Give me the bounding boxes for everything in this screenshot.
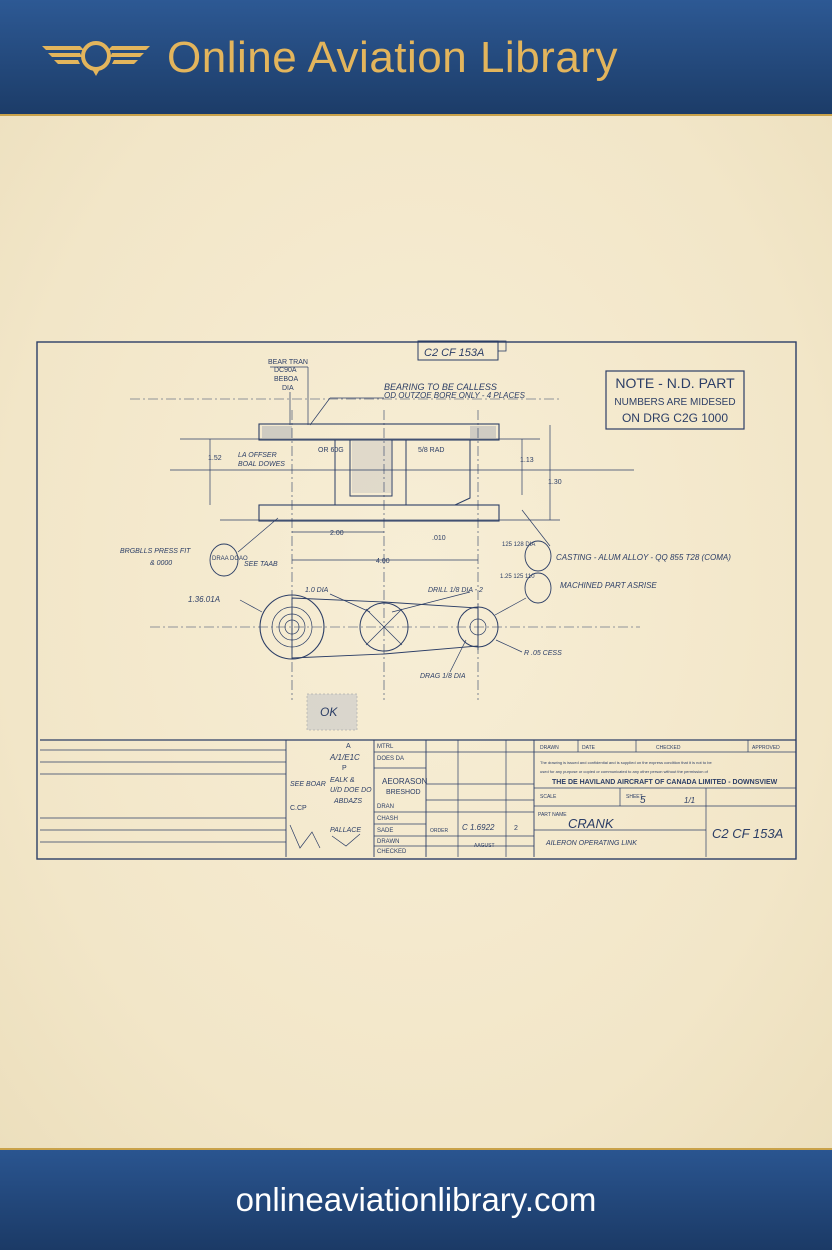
upper-label-2: DC90A: [274, 367, 297, 374]
tb-left-8: C.CP: [290, 805, 307, 812]
diameter-middle: 1.0 DIA: [305, 587, 329, 594]
tb-col-label-4: SADE: [377, 828, 393, 834]
tb-left-2: A/1/E1C: [329, 753, 360, 762]
tb-col-label-6: CHECKED: [377, 849, 407, 855]
upper-label-3: BEBOA: [274, 376, 298, 383]
engineering-drawing: C2 CF 153A NOTE - N.D. PART NUMBERS ARE …: [36, 340, 797, 860]
tb-scale-label: SCALE: [540, 794, 557, 800]
part-name: CRANK: [568, 816, 615, 831]
tb-col-label-0: MTRL: [377, 744, 394, 750]
left-boss: [259, 594, 325, 660]
left-bubble-text: DRAA DOAO: [212, 556, 248, 562]
tb-col-label-2: DRAN: [377, 804, 394, 810]
tb-left-1: A: [346, 743, 351, 750]
site-title[interactable]: Online Aviation Library: [167, 33, 618, 82]
tb-company: THE DE HAVILAND AIRCRAFT OF CANADA LIMIT…: [552, 779, 778, 786]
left-dimension: 1.52: [208, 455, 222, 462]
dimension-bottom: .010: [432, 535, 446, 542]
tb-left-4: SEE BOAR: [290, 781, 326, 788]
tb-sheet-value: 5: [640, 795, 646, 806]
tb-ref-no: C 1.6922: [462, 823, 495, 832]
drill-note: DRILL 1/8 DIA - 2: [428, 587, 483, 594]
note-line-2: NUMBERS ARE MIDESED: [614, 397, 735, 408]
corner-drawing-number: C2 CF 153A: [424, 347, 484, 359]
right-dimension-2: 1.30: [548, 479, 562, 486]
note-box: [605, 370, 745, 430]
right-bubble-bottom: [524, 572, 552, 604]
tb-fine-print-2: used for any purpose or copied or commun…: [540, 769, 709, 774]
drawing-number: C2 CF 153A: [712, 826, 783, 841]
tb-header-small-2: CHECKED: [656, 745, 681, 751]
tb-col-label-3: CHASH: [377, 816, 398, 822]
tb-left-7: ABDAZS: [333, 798, 362, 805]
title-block: [40, 739, 796, 857]
right-bubble-bottom-text: 1.25 125 110: [500, 574, 535, 580]
right-bubble-top-text: 125 128 DIA: [502, 542, 535, 548]
tb-aircraft: AILERON OPERATING LINK: [545, 840, 637, 847]
tb-header-small-3: APPROVED: [752, 745, 780, 751]
bearing-note-1: BEARING TO BE CALLESS: [384, 382, 497, 392]
tb-col-label-5: DRAWN: [377, 839, 399, 845]
drawing-border: [36, 341, 797, 860]
inner-label-1: OR 60G: [318, 447, 344, 454]
left-callout-1: BRGBLLS PRESS FIT: [120, 548, 191, 555]
right-bubble-top: [524, 540, 552, 572]
tb-fine-print-1: The drawing is issued and confidential a…: [540, 760, 712, 765]
left-callout-2: & 0000: [150, 560, 172, 567]
tb-ref-date: AAGUST: [474, 843, 495, 849]
site-url[interactable]: onlineaviationlibrary.com: [235, 1181, 597, 1218]
upper-label-4: DIA: [282, 385, 294, 392]
tb-col-label-1: DOES DA: [377, 756, 404, 762]
note-line-3: ON DRG C2G 1000: [622, 411, 728, 425]
inspection-stamp: [306, 693, 358, 731]
tb-header-small-0: DRAWN: [540, 745, 559, 751]
site-footer: onlineaviationlibrary.com: [0, 1148, 832, 1250]
tb-name-label: PART NAME: [538, 812, 567, 818]
radius-note: R .05 CESS: [524, 650, 562, 657]
upper-label-1: BEAR TRAN: [268, 359, 308, 366]
machined-note: MACHINED PART ASRISE: [560, 581, 657, 590]
tb-header-small-1: DATE: [582, 745, 596, 751]
left-note-2: BOAL DOWES: [238, 461, 285, 468]
tb-mid-2: BRESHOD: [386, 789, 421, 796]
left-note-1: LA OFFSER: [238, 452, 277, 459]
tb-scale-value: 1/1: [684, 796, 695, 805]
note-line-1: NOTE - N.D. PART: [615, 375, 735, 391]
bottom-note: DRAG 1/8 DIA: [420, 673, 466, 680]
winged-emblem-icon[interactable]: [40, 38, 152, 82]
tb-ref-qty: 2: [514, 825, 518, 832]
tb-left-3: P: [342, 765, 347, 772]
bearing-note-2: OD OUTZOE BORE ONLY - 4 PLACES: [384, 391, 526, 400]
tb-sheet-label: SHEET: [626, 794, 643, 800]
casting-note: CASTING - ALUM ALLOY - QQ 855 T28 (COMA): [556, 553, 731, 562]
middle-boss: [359, 602, 409, 652]
diameter-left: 1.36.01A: [188, 595, 220, 604]
left-callout-3: SEE TAAB: [244, 561, 278, 568]
tb-left-9: PALLACE: [330, 827, 361, 834]
right-dimension-1: 1.13: [520, 457, 534, 464]
tb-order-label: ORDER: [430, 828, 448, 834]
inner-label-2: 5/8 RAD: [418, 447, 444, 454]
tb-mid-1: AEORASON: [382, 777, 428, 786]
paper-background: [0, 116, 832, 1148]
tb-left-6: U/D DOE DO: [330, 787, 372, 794]
tb-left-5: EALK &: [330, 777, 355, 784]
dimension-4-00: 4.00: [376, 558, 390, 565]
dimension-2-00: 2.00: [330, 530, 344, 537]
site-header: Online Aviation Library: [0, 0, 832, 116]
stamp-text: OK: [320, 705, 338, 719]
left-bubble: [209, 543, 239, 577]
